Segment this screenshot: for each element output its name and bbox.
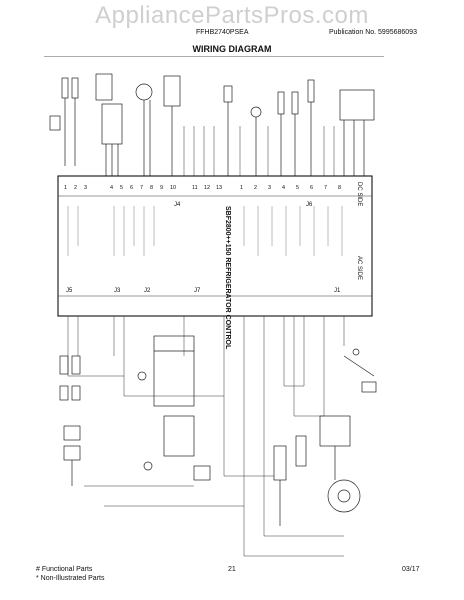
pin-label: 6: [130, 185, 133, 191]
board-name: SBF2800++150 REFRIGERATOR CONTROL: [224, 206, 231, 350]
connector-j2-label: J2: [144, 288, 151, 294]
watermark-text: AppliancePartsPros.com: [95, 2, 369, 29]
fan-motor-icon: [135, 75, 181, 176]
control-board: [57, 175, 373, 317]
pin-label: 10: [170, 185, 176, 191]
top-pin-numbers: 1 2 3 4 5 6 7 8 9 10 11 12 13: [64, 185, 222, 191]
revision-date: 03/17: [402, 566, 420, 573]
non-illustrated-parts-note: * Non-Illustrated Parts: [36, 575, 105, 582]
pin-label: 6: [310, 185, 313, 191]
pin-label: 7: [324, 185, 327, 191]
pin-label: 8: [150, 185, 153, 191]
compressor-icon: [319, 415, 361, 513]
pin-label: 11: [192, 185, 198, 191]
pin-label: 2: [74, 185, 77, 191]
model-number: FFHB2740PSEA: [196, 29, 249, 36]
connector-j1-label: J1: [334, 288, 341, 294]
bottom-left-lamps-icon: [59, 355, 81, 486]
pin-label: 4: [110, 185, 113, 191]
pin-label: 3: [84, 185, 87, 191]
pin-label: 1: [64, 185, 67, 191]
publication-number: Publication No. 5995686093: [329, 29, 417, 36]
pin-label: 5: [120, 185, 123, 191]
page-number: 21: [228, 566, 236, 573]
pin-label: 2: [254, 185, 257, 191]
lamp-socket-left-icon: [49, 77, 79, 166]
top-right-components: [223, 79, 375, 176]
pin-label: 3: [268, 185, 271, 191]
defrost-heater-icon: [273, 435, 307, 526]
pin-label: 9: [160, 185, 163, 191]
top-right-pin-numbers: 1 2 3 4 5 6 7 8: [240, 185, 341, 191]
dc-side-label: DC SIDE: [356, 182, 362, 206]
ice-maker-block-icon: [95, 73, 123, 176]
wiring-diagram: 1 2 3 4 5 6 7 8 9 10 11 12 13 1 2 3 4 5 …: [44, 56, 384, 557]
page-title: WIRING DIAGRAM: [192, 44, 272, 54]
connector-j6-label: J6: [306, 202, 313, 208]
pin-label: 5: [296, 185, 299, 191]
connector-j5-label: J5: [66, 288, 73, 294]
connector-j4-label: J4: [174, 202, 181, 208]
ac-side-label: AC SIDE: [356, 256, 362, 280]
functional-parts-note: # Functional Parts: [36, 566, 93, 573]
connector-j3-label: J3: [114, 288, 121, 294]
connector-j7-label: J7: [194, 288, 201, 294]
pin-label: 4: [282, 185, 285, 191]
pin-label: 13: [216, 185, 222, 191]
relay-cluster-icon: [137, 335, 211, 481]
pin-label: 8: [338, 185, 341, 191]
pin-label: 12: [204, 185, 210, 191]
pin-label: 1: [240, 185, 243, 191]
power-cord-icon: [343, 348, 377, 393]
pin-label: 7: [140, 185, 143, 191]
